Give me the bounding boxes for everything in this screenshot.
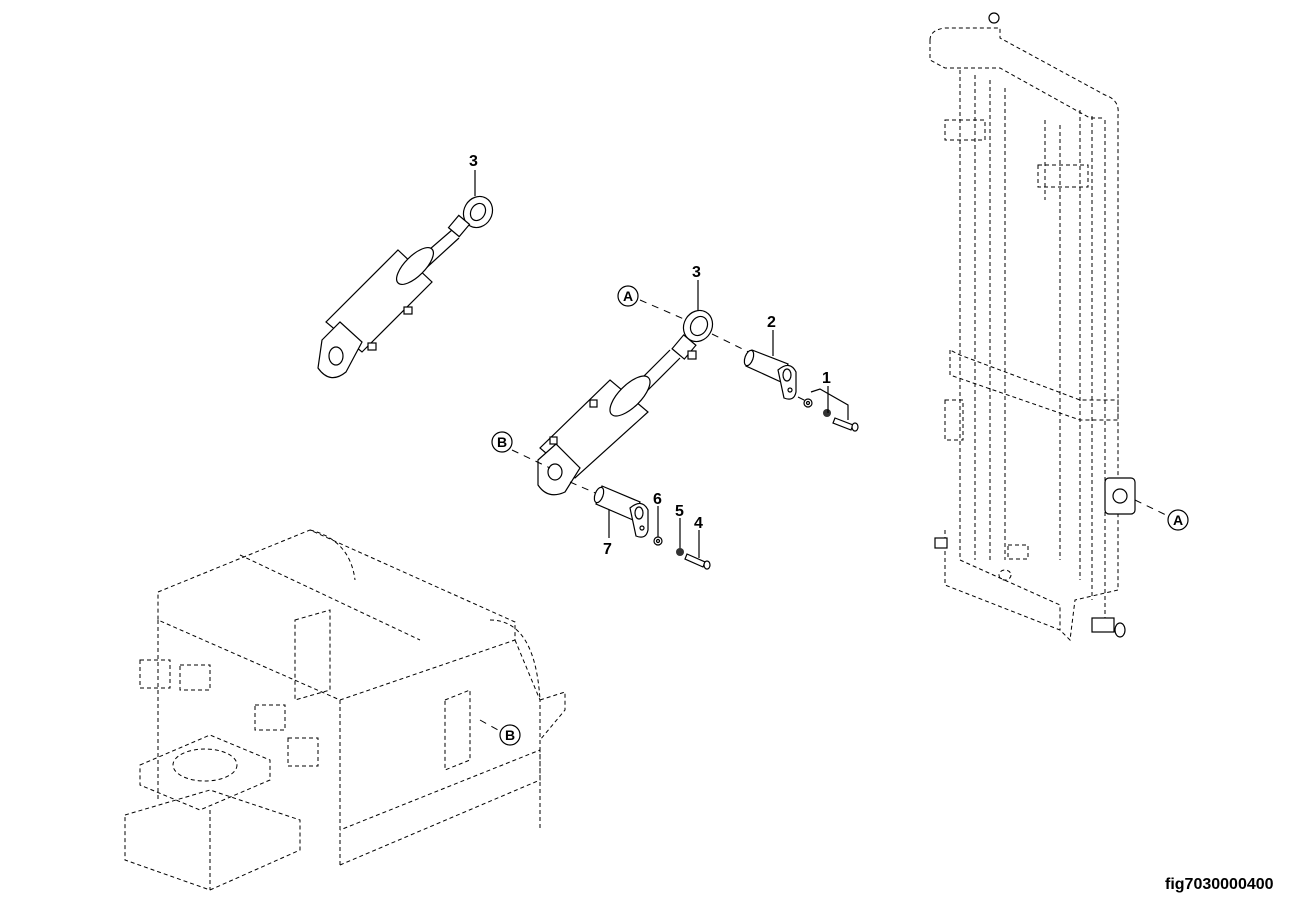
hydraulic-cylinder-reference: [317, 170, 494, 379]
svg-text:B: B: [497, 434, 507, 450]
hydraulic-cylinder-exploded: [511, 280, 859, 570]
svg-text:A: A: [623, 288, 633, 304]
callout-3-top: 3: [469, 153, 478, 170]
callout-1: 1: [822, 370, 831, 387]
callout-6: 6: [653, 491, 662, 508]
callout-4: 4: [694, 515, 703, 532]
callout-5: 5: [675, 503, 684, 520]
callout-2: 2: [767, 314, 776, 331]
svg-text:B: B: [505, 727, 515, 743]
callout-7: 7: [603, 541, 612, 558]
figure-id: fig7030000400: [1165, 876, 1274, 893]
callout-3: 3: [692, 264, 701, 281]
svg-text:A: A: [1173, 512, 1183, 528]
reference-b-left: B: [491, 431, 513, 453]
reference-a-right: A: [1167, 509, 1189, 531]
mast-phantom: [929, 12, 1167, 642]
chassis-phantom: [124, 529, 566, 891]
reference-a-left: A: [617, 285, 639, 307]
reference-b-bottom: B: [499, 724, 521, 746]
